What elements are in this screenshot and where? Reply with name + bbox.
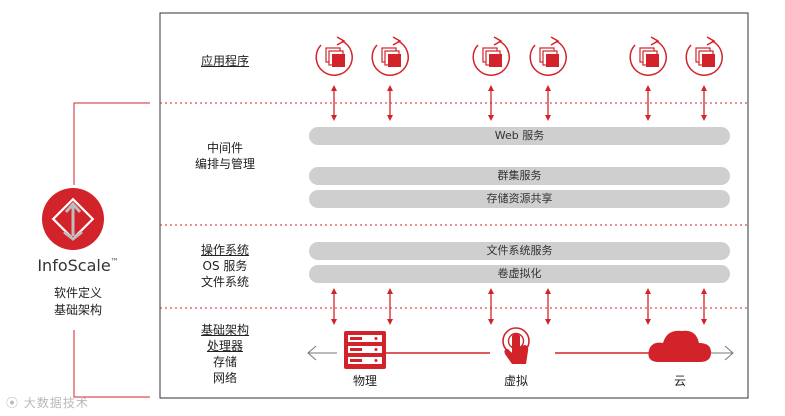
watermark: ⦿ 大数据技术 xyxy=(6,394,89,411)
brand-subtitle-line2: 基础架构 xyxy=(53,303,102,317)
middleware-label: 中间件 xyxy=(206,141,243,155)
bracket-top xyxy=(73,102,150,185)
application-icon xyxy=(472,36,510,76)
application-icon xyxy=(371,36,409,76)
virtual-label: 虚拟 xyxy=(503,374,528,388)
cloud-icon xyxy=(648,330,712,362)
application-icon xyxy=(315,36,353,76)
network-label: 网络 xyxy=(212,371,237,385)
row-label-infra: 基础架构 处理器 存储 网络 xyxy=(170,322,280,386)
bar-volume-virtualization: 卷虚拟化 xyxy=(309,265,730,283)
touch-icon xyxy=(502,327,530,364)
application-icon xyxy=(529,36,567,76)
watermark-text: 大数据技术 xyxy=(23,396,89,410)
server-icon xyxy=(344,331,386,369)
application-icon xyxy=(685,36,723,76)
applications-label: 应用程序 xyxy=(200,54,249,68)
arrow-right-icon xyxy=(724,345,734,361)
physical-label: 物理 xyxy=(352,374,377,388)
cloud-label: 云 xyxy=(673,374,686,388)
os-label: 操作系统 xyxy=(200,243,249,257)
arrow-left-icon xyxy=(307,345,317,361)
bracket-bottom xyxy=(73,330,150,398)
brand-name: InfoScale xyxy=(37,256,111,275)
application-icon xyxy=(629,36,667,76)
row-label-middleware: 中间件 编排与管理 xyxy=(170,140,280,172)
row-label-os: 操作系统 OS 服务 文件系统 xyxy=(170,242,280,290)
bar-cluster-services: 群集服务 xyxy=(309,167,730,185)
bar-storage-sharing: 存储资源共享 xyxy=(309,190,730,208)
infra-label: 基础架构 xyxy=(200,323,249,337)
filesystem-label: 文件系统 xyxy=(200,275,249,289)
bar-filesystem-services: 文件系统服务 xyxy=(309,242,730,260)
watermark-logo-icon: ⦿ xyxy=(6,396,20,410)
processor-label: 处理器 xyxy=(206,339,243,353)
bar-web-services: Web 服务 xyxy=(309,127,730,145)
row-label-applications: 应用程序 xyxy=(170,53,280,69)
os-services-label: OS 服务 xyxy=(202,259,248,273)
infoscale-logo-icon xyxy=(42,188,104,250)
infoscale-brand: InfoScale™ xyxy=(28,256,128,275)
brand-subtitle-line1: 软件定义 xyxy=(53,286,102,300)
storage-label: 存储 xyxy=(212,355,237,369)
diagram-frame xyxy=(159,12,749,399)
trademark-mark: ™ xyxy=(110,257,119,266)
middleware-sublabel: 编排与管理 xyxy=(194,157,255,171)
